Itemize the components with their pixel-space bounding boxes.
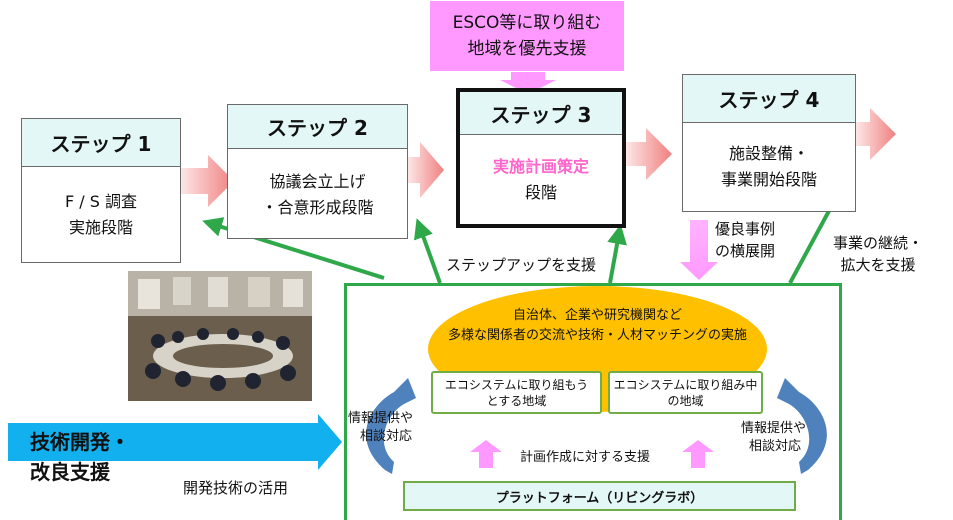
- step-4-line2: 事業開始段階: [720, 170, 817, 189]
- step-1-title: ステップ 1: [22, 119, 180, 167]
- eco-right-line1: エコシステムに取り組み中: [613, 377, 758, 392]
- continue-line1: 事業の継続・: [833, 234, 924, 252]
- step-arrow-3: [626, 128, 672, 180]
- step-2-line2: ・合意形成段階: [261, 197, 374, 217]
- info-right-label: 情報提供や 相談対応: [741, 420, 806, 456]
- step-3-body: 実施計画策定 段階: [460, 135, 622, 224]
- priority-support-box: ESCO等に取り組む 地域を優先支援: [430, 1, 624, 71]
- step-4-line1: 施設整備・: [728, 144, 809, 163]
- step-2-line1: 協議会立上げ: [269, 171, 366, 191]
- ellipse-line1: 自治体、企業や研究機関など: [512, 308, 682, 323]
- good-cases-line2: の横展開: [715, 242, 776, 260]
- step-3-line2: 段階: [524, 182, 557, 202]
- step-1-box: ステップ 1 F / S 調査 実施段階: [21, 118, 181, 263]
- step-arrow-1: [181, 155, 234, 207]
- step-4-box: ステップ 4 施設整備・ 事業開始段階: [682, 74, 856, 212]
- info-left-line2: 相談対応: [360, 429, 413, 444]
- good-cases-label: 優良事例 の横展開: [715, 218, 775, 262]
- step-1-line2: 実施段階: [68, 217, 133, 237]
- priority-line2: 地域を優先支援: [467, 39, 587, 59]
- plan-support-label: 計画作成に対する支援: [520, 450, 651, 465]
- meeting-photo-image: [128, 271, 312, 401]
- step-2-body: 協議会立上げ ・合意形成段階: [228, 149, 407, 240]
- info-right-line2: 相談対応: [749, 439, 802, 454]
- eco-right-line2: の地域: [667, 393, 704, 408]
- step-1-line1: F / S 調査: [64, 191, 137, 211]
- tech-support-label: 技術開発・ 改良支援: [8, 420, 240, 490]
- curved-arrow-left: [366, 378, 416, 474]
- info-left-line1: 情報提供や: [348, 411, 414, 426]
- plan-up-arrow-right: [682, 440, 714, 468]
- priority-line1: ESCO等に取り組む: [452, 13, 602, 33]
- step-2-box: ステップ 2 協議会立上げ ・合意形成段階: [227, 104, 408, 239]
- dev-tech-label: 開発技術の活用: [183, 479, 289, 497]
- step-3-box: ステップ 3 実施計画策定 段階: [456, 88, 626, 228]
- step-3-title: ステップ 3: [460, 92, 622, 135]
- step-4-body: 施設整備・ 事業開始段階: [683, 123, 855, 211]
- eco-region-planning: エコシステムに取り組もう とする地域: [431, 371, 602, 414]
- continue-label: 事業の継続・ 拡大を支援: [833, 232, 923, 276]
- step-4-title: ステップ 4: [683, 75, 855, 123]
- step-1-body: F / S 調査 実施段階: [22, 167, 180, 262]
- step-3-line1: 実施計画策定: [492, 156, 589, 176]
- good-cases-line1: 優良事例: [715, 220, 776, 238]
- plan-up-arrow-left: [470, 440, 502, 468]
- info-right-line1: 情報提供や: [741, 421, 807, 436]
- step-arrow-4: [856, 108, 896, 160]
- platform-living-lab: プラットフォーム（リビングラボ）: [403, 481, 796, 511]
- step-up-label: ステップアップを支援: [446, 256, 597, 274]
- good-cases-arrow: [680, 220, 718, 280]
- priority-down-arrow: [500, 72, 556, 94]
- curved-arrow-right: [777, 378, 827, 474]
- ellipse-line2: 多様な関係者の交流や技術・人材マッチングの実施: [447, 328, 747, 343]
- continue-line2: 拡大を支援: [840, 256, 916, 274]
- eco-region-active: エコシステムに取り組み中 の地域: [608, 371, 763, 414]
- step-arrow-2: [408, 142, 444, 198]
- exchange-ellipse-text: 自治体、企業や研究機関など 多様な関係者の交流や技術・人材マッチングの実施: [428, 306, 767, 346]
- info-left-label: 情報提供や 相談対応: [348, 410, 413, 446]
- meeting-photo: [128, 271, 312, 401]
- tech-line2: 改良支援: [30, 460, 110, 484]
- tech-arrow: [8, 414, 342, 470]
- step-2-title: ステップ 2: [228, 105, 407, 149]
- tech-line1: 技術開発・: [30, 430, 130, 454]
- eco-left-line2: とする地域: [486, 393, 547, 408]
- eco-left-line1: エコシステムに取り組もう: [444, 377, 589, 392]
